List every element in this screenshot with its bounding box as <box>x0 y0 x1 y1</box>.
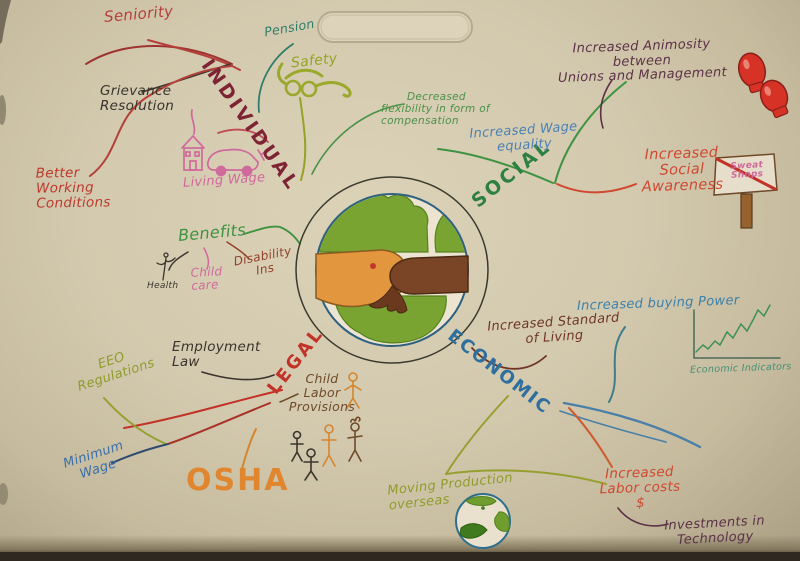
medical-symbol-icon <box>156 252 176 281</box>
node-employment-law: Employment Law <box>172 339 261 371</box>
node-child-care: Child care <box>190 264 223 294</box>
safety-glasses-icon <box>277 62 352 98</box>
node-child-labor-provisions: Child Labor Provisions <box>288 371 356 414</box>
node-investments-technology: Investments in Technology <box>663 513 766 548</box>
node-health: Health <box>147 281 179 291</box>
node-better-working-conditions: Better Working Conditions <box>35 164 111 212</box>
boxing-gloves-icon <box>737 52 789 119</box>
node-osha: OSHA <box>186 463 290 498</box>
handle-cutout-icon <box>317 11 473 43</box>
node-animosity: Increased Animosity between Unions and M… <box>557 36 728 87</box>
individual-branch-lines <box>85 39 307 271</box>
house-and-car-icon <box>181 109 269 177</box>
social-branch-lines <box>311 79 637 194</box>
legal-branch-lines <box>103 371 299 470</box>
child-labor-stick-figures-icon <box>290 372 363 481</box>
node-social-awareness: Increased Social Awareness <box>641 144 724 196</box>
node-grievance-resolution: Grievance Resolution <box>100 83 175 115</box>
economic-indicators-chart-icon <box>693 304 781 359</box>
economic-branch-lines <box>445 326 702 527</box>
node-decreased-flexibility: Decreased flexibility in form of compens… <box>381 91 490 127</box>
overseas-globe-icon <box>455 493 511 549</box>
no-sweat-shops-sign-icon <box>713 153 778 229</box>
handshake-globe-icon <box>295 176 489 364</box>
node-labor-costs: Increased Labor costs $ <box>599 463 681 512</box>
sweat-shops-sign-text: Sweat Shops <box>730 160 764 182</box>
